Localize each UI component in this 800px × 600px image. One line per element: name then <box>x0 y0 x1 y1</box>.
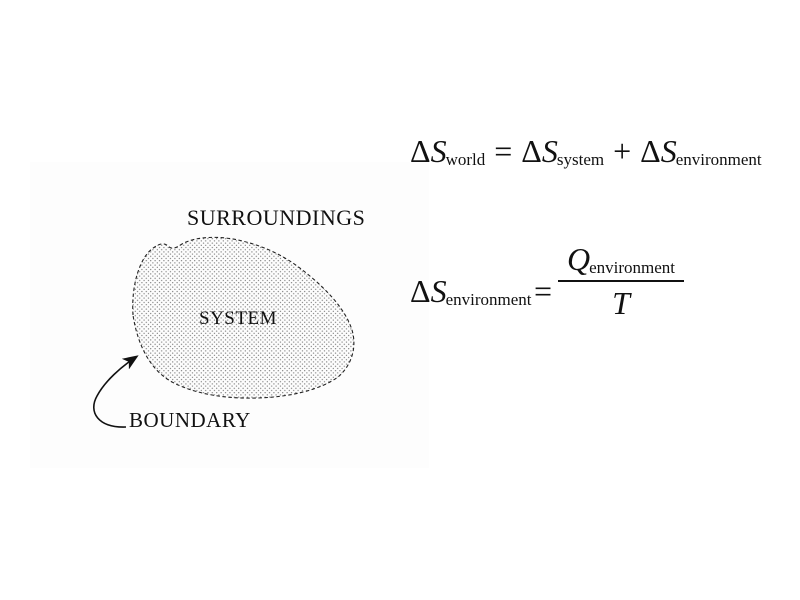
subscript-environment: environment <box>589 258 676 277</box>
delta-symbol: Δ <box>410 133 431 169</box>
temperature-symbol: T <box>612 285 630 321</box>
boundary-arrow <box>93 355 139 428</box>
fraction: Qenvironment T <box>558 241 685 320</box>
surroundings-label: SURROUNDINGS <box>187 205 366 230</box>
entropy-symbol: S <box>430 133 447 169</box>
subscript-environment: environment <box>445 290 532 309</box>
entropy-symbol: S <box>541 133 558 169</box>
term-ds-system: ΔSsystem <box>521 133 605 169</box>
subscript-world: world <box>445 150 486 169</box>
delta-symbol: Δ <box>640 133 661 169</box>
equation-entropy-balance: ΔSworld = ΔSsystem + ΔSenvironment <box>410 133 762 169</box>
plus-sign: + <box>613 133 632 169</box>
equals-sign: = <box>494 133 513 169</box>
subscript-environment: environment <box>675 150 762 169</box>
entropy-symbol: S <box>660 133 677 169</box>
delta-symbol: Δ <box>410 273 431 309</box>
subscript-system: system <box>556 150 605 169</box>
system-blob <box>132 236 355 399</box>
delta-symbol: Δ <box>521 133 542 169</box>
boundary-label: BOUNDARY <box>129 408 251 432</box>
term-ds-environment: ΔSenvironment <box>640 133 762 169</box>
term-ds-world: ΔSworld <box>410 133 486 169</box>
heat-symbol: Q <box>567 241 591 277</box>
fraction-denominator: T <box>558 282 684 320</box>
system-label: SYSTEM <box>199 308 277 329</box>
fraction-numerator: Qenvironment <box>558 241 685 282</box>
term-ds-environment: ΔSenvironment <box>410 273 532 309</box>
entropy-symbol: S <box>430 273 447 309</box>
equation-environment-entropy: ΔSenvironment = Qenvironment T <box>410 243 710 327</box>
equals-sign: = <box>534 273 553 309</box>
